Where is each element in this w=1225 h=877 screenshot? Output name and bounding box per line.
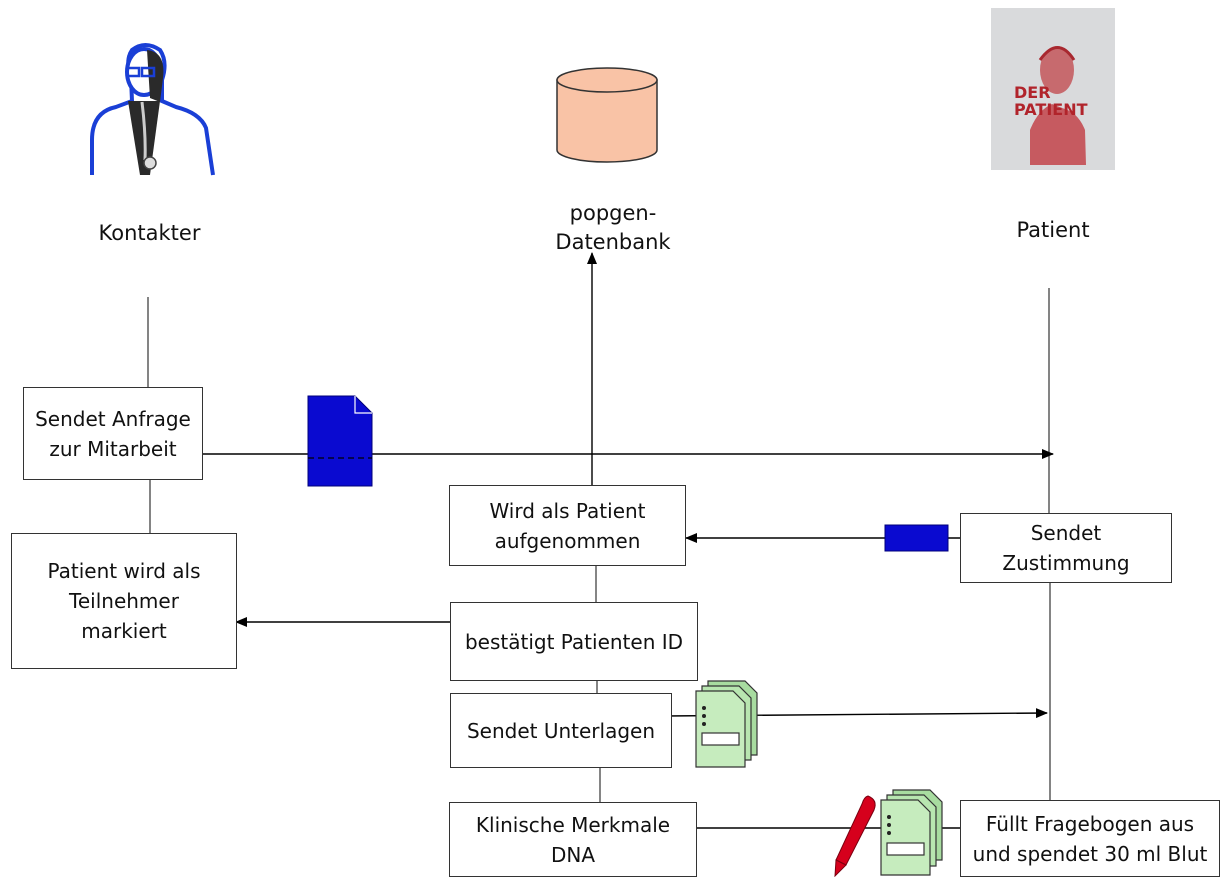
step-unterlagen-text: Sendet Unterlagen [466, 718, 656, 743]
step-merkmale: Klinische Merkmale DNA [449, 802, 697, 877]
actor-label-datenbank: popgen- Datenbank [538, 185, 688, 270]
doctor-icon [90, 43, 215, 176]
actor-label-patient: Patient [991, 195, 1115, 265]
datenbank-label-text: popgen- Datenbank [555, 200, 671, 254]
step-bestaetigt-id: bestätigt Patienten ID [450, 602, 698, 681]
kontakter-label-text: Kontakter [98, 220, 201, 245]
forms-stack-icon [695, 680, 758, 768]
step-unterlagen: Sendet Unterlagen [450, 693, 672, 768]
step-sendet-anfrage-text: Sendet Anfrage zur Mitarbeit [35, 406, 191, 461]
patient-label-text: Patient [1016, 217, 1090, 242]
step-zustimmung-text: Sendet Zustimmung [1002, 521, 1130, 575]
step-bestaetigt-id-text: bestätigt Patienten ID [464, 629, 684, 654]
step-aufgenommen-text: Wird als Patient aufgenommen [489, 498, 646, 553]
actor-label-kontakter: Kontakter [82, 198, 217, 268]
step-fragebogen: Füllt Fragebogen aus und spendet 30 ml B… [960, 800, 1220, 877]
step-sendet-anfrage: Sendet Anfrage zur Mitarbeit [23, 387, 203, 480]
questionnaire-stack-icon [880, 789, 943, 876]
step-patient-markiert: Patient wird als Teilnehmer markiert [11, 533, 237, 669]
database-cylinder-icon [556, 67, 658, 163]
step-merkmale-text: Klinische Merkmale DNA [475, 812, 671, 867]
step-aufgenommen: Wird als Patient aufgenommen [449, 485, 686, 566]
step-patient-markiert-text: Patient wird als Teilnehmer markiert [47, 559, 201, 643]
pen-icon [834, 795, 876, 877]
request-document-icon [307, 395, 373, 487]
step-zustimmung: Sendet Zustimmung [960, 513, 1172, 583]
step-fragebogen-text: Füllt Fragebogen aus und spendet 30 ml B… [972, 811, 1208, 866]
consent-message-icon [884, 524, 949, 552]
